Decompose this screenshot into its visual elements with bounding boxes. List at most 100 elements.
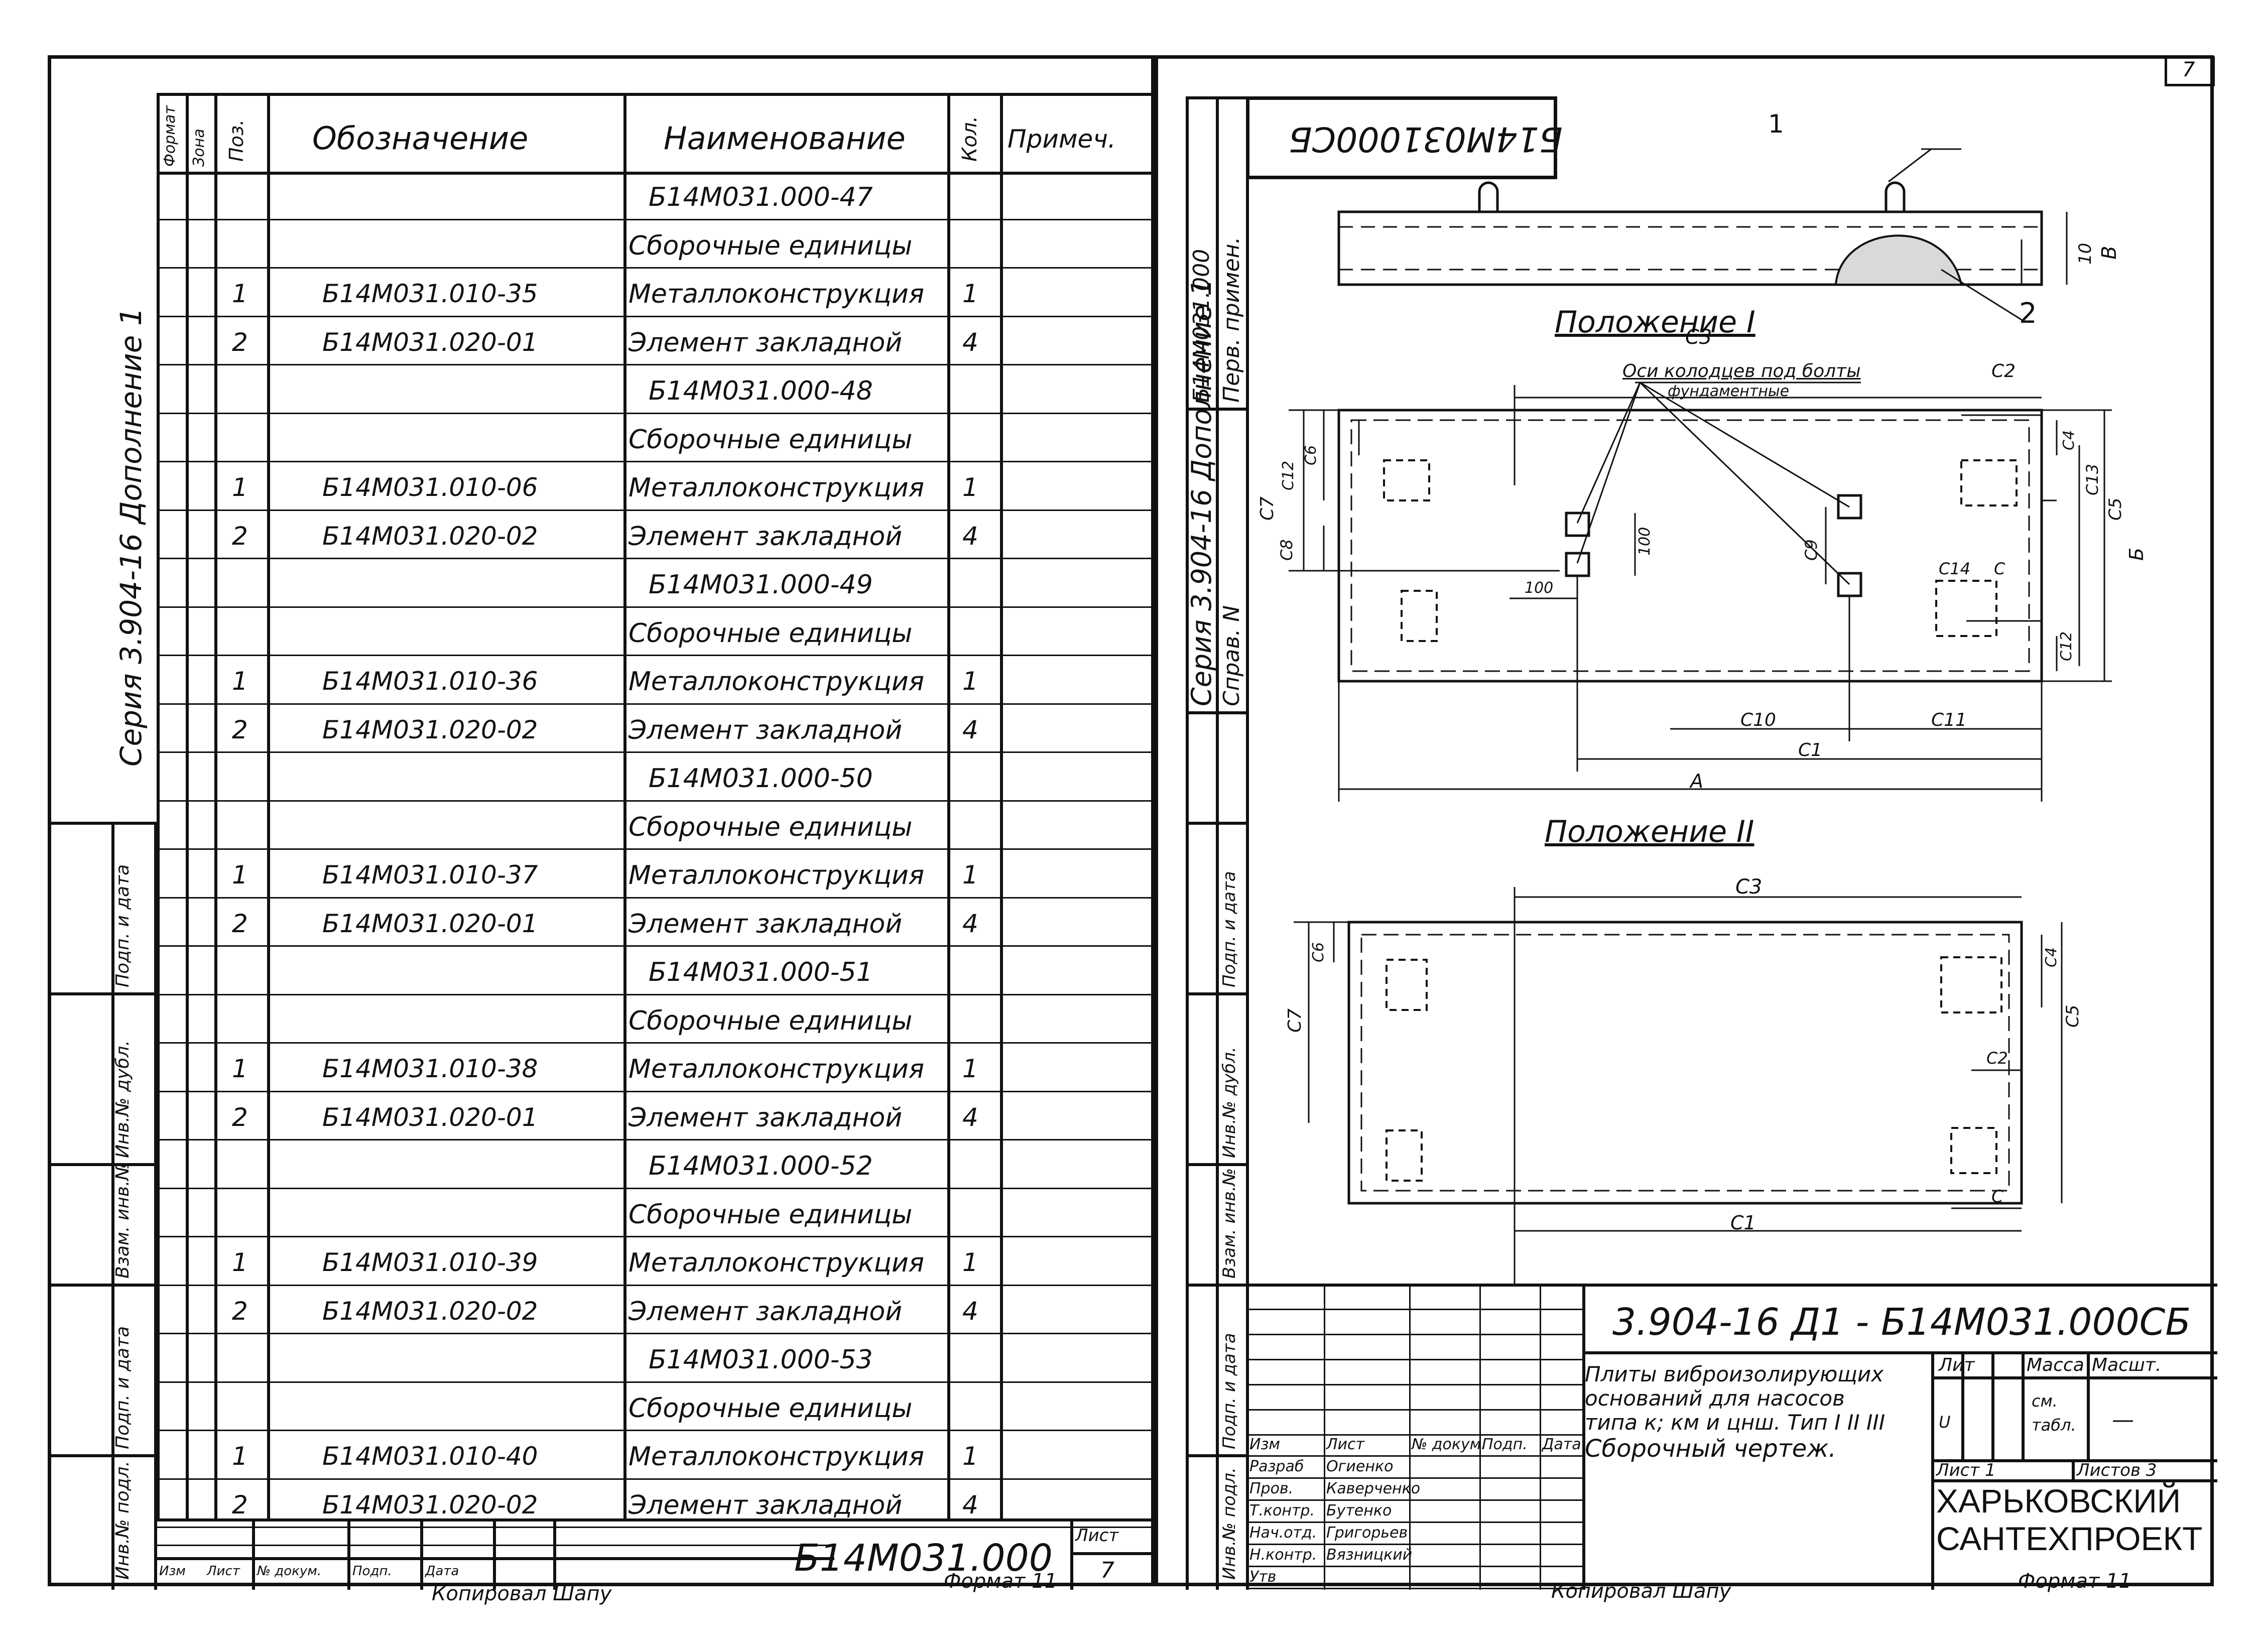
spec-row-qty: 1 xyxy=(962,279,978,308)
stamp-sheet-num: 7 xyxy=(1100,1558,1114,1583)
spec-row-qty: 4 xyxy=(962,327,978,357)
dim-C12: С12 xyxy=(1280,460,1297,490)
stamp-col xyxy=(493,1518,496,1590)
tb-top xyxy=(1246,1284,2217,1287)
right-side-border xyxy=(1246,96,1249,1590)
spec-row-line xyxy=(157,751,1158,753)
spec-row-name: Сборочные единицы xyxy=(629,618,913,649)
spec-row-line xyxy=(157,1430,1158,1431)
tb-grid-line xyxy=(1246,1359,1582,1360)
spec-row-designation: Б14М031.010-36 xyxy=(322,667,538,696)
right-side-divider xyxy=(1186,1454,1246,1457)
plan-I-outline xyxy=(1337,409,2043,683)
right-side-divider xyxy=(1186,711,1246,714)
spec-row-pos: 2 xyxy=(232,1296,248,1326)
spec-row-designation: Б14М031.010-37 xyxy=(322,860,538,889)
header-name: Наименование xyxy=(664,120,906,157)
spec-row-line xyxy=(157,1236,1158,1237)
spec-row-pos: 2 xyxy=(232,909,248,938)
tb-name: Огиенко xyxy=(1326,1458,1394,1475)
position-II-title: Положение II xyxy=(1545,814,1754,849)
stamp-col-label: Подп. xyxy=(352,1564,392,1579)
spec-row-designation: Б14М031.010-40 xyxy=(322,1442,538,1471)
left-footer-copy: Копировал Шапу xyxy=(432,1582,612,1605)
tb-line xyxy=(1582,1351,2217,1354)
spec-row-line xyxy=(157,364,1158,365)
spec-row-qty: 4 xyxy=(962,1296,978,1326)
tb-sheet: Лист 1 xyxy=(1936,1460,1996,1480)
tb-line xyxy=(1931,1376,2217,1379)
dim-C7-II: С7 xyxy=(1285,1008,1305,1033)
header-note: Примеч. xyxy=(1008,124,1116,154)
spec-row-name: Металлоконструкция xyxy=(629,1054,925,1084)
tb-line xyxy=(1931,1479,2217,1482)
spec-row-pos: 1 xyxy=(232,279,248,308)
tb-grid-col xyxy=(1409,1284,1411,1590)
tb-name: Бутенко xyxy=(1326,1502,1392,1519)
left-side-cell: Взам. инв.№ xyxy=(112,1162,133,1279)
spec-row-name: Металлоконструкция xyxy=(629,279,925,309)
title-line-2: оснований для насосов xyxy=(1585,1386,1845,1411)
spec-row-pos: 2 xyxy=(232,327,248,357)
header-qty: Кол. xyxy=(958,115,981,162)
tb-grid-col xyxy=(1246,1284,1247,1590)
spec-row-qty: 4 xyxy=(962,1102,978,1132)
tb-lit-val: U xyxy=(1939,1413,1951,1432)
dim-C6-II: С6 xyxy=(1310,942,1327,962)
spec-row-line xyxy=(157,1139,1158,1140)
spec-row-designation: Б14М031.010-38 xyxy=(322,1054,538,1083)
left-side-divider xyxy=(51,1284,157,1287)
spec-row-line xyxy=(157,461,1158,462)
spec-row-line xyxy=(157,1187,1158,1189)
right-side-divider xyxy=(1186,1163,1246,1166)
spec-row-pos: 2 xyxy=(232,1490,248,1519)
spec-row-name: Элемент закладной xyxy=(629,1490,903,1520)
tb-date: Дата xyxy=(1542,1436,1581,1453)
spec-row-designation: Б14М031.010-39 xyxy=(322,1248,538,1277)
title-line-1: Плиты виброизолирующих xyxy=(1585,1362,1884,1386)
left-side-divider xyxy=(51,1163,157,1166)
spec-row-designation: Б14М031.020-02 xyxy=(322,1296,538,1326)
tb-name: Григорьев xyxy=(1326,1524,1408,1542)
tb-grid-line xyxy=(1246,1384,1582,1385)
tb-row-line xyxy=(1246,1521,1582,1523)
tb-row-line xyxy=(1246,1588,1582,1589)
tb-grid-line xyxy=(1246,1409,1582,1411)
dim-C13: С13 xyxy=(2083,463,2102,495)
spec-row-qty: 1 xyxy=(962,860,978,889)
tb-role: Утв xyxy=(1249,1568,1277,1586)
stamp-line xyxy=(1070,1552,1158,1555)
spec-row-line xyxy=(157,897,1158,899)
dim-C11: С11 xyxy=(1931,710,1967,730)
tb-grid-line xyxy=(1246,1334,1582,1335)
left-side-table-border xyxy=(111,822,114,1590)
left-side-divider xyxy=(51,1454,157,1457)
dim-100b: 100 xyxy=(1525,579,1554,597)
embedded-element xyxy=(1834,234,1963,286)
spec-row-name: Элемент закладной xyxy=(629,1296,903,1327)
tb-lit: Лит xyxy=(1939,1355,1975,1375)
position-I-title: Положение I xyxy=(1555,305,1755,340)
left-side-cell: Инв.№ дубл. xyxy=(112,1040,133,1158)
spec-row-line xyxy=(157,315,1158,317)
spec-row-pos: 2 xyxy=(232,521,248,551)
left-side-divider xyxy=(51,822,157,825)
tb-row-line xyxy=(1246,1566,1582,1567)
dim-C6: С6 xyxy=(1302,445,1320,465)
tb-name: Вязницкий xyxy=(1326,1546,1413,1564)
dim-C7: С7 xyxy=(1257,496,1278,521)
dim-C3-II: С3 xyxy=(1735,875,1763,899)
spec-row-name: Металлоконструкция xyxy=(629,1442,925,1472)
stamp-col-label: Дата xyxy=(425,1564,459,1579)
stamp-col xyxy=(553,1518,556,1590)
spec-row-name: Элемент закладной xyxy=(629,327,903,358)
dim-100a: 100 xyxy=(1636,527,1654,556)
tb-row-line xyxy=(1246,1477,1582,1479)
stamp-code: Б14М031.000 xyxy=(794,1537,1053,1580)
spec-row-name: Б14М031.000-49 xyxy=(649,570,873,600)
tb-mass-val: см. табл. xyxy=(2032,1391,2076,1435)
org-name-2: САНТЕХПРОЕКТ xyxy=(1936,1520,2203,1557)
spec-row-name: Элемент закладной xyxy=(629,715,903,745)
tb-grid-line xyxy=(1246,1434,1582,1436)
header-format: Формат xyxy=(161,105,179,167)
